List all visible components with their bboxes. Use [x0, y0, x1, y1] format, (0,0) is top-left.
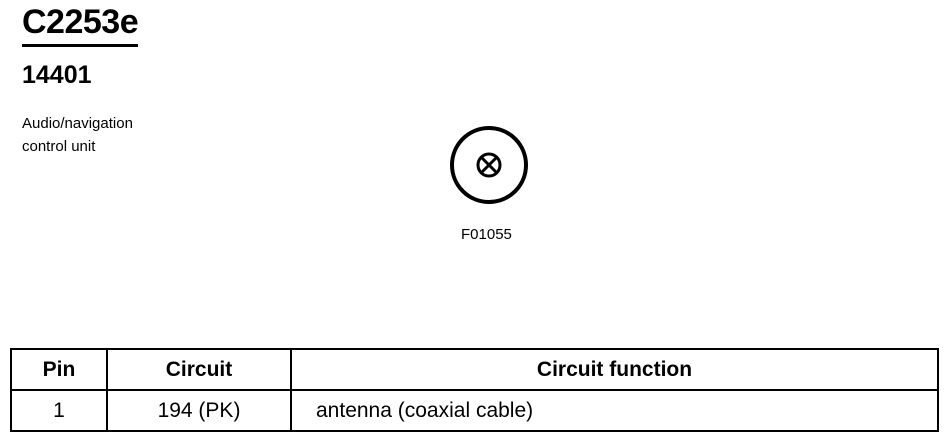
- header-circuit: Circuit: [106, 348, 292, 391]
- component-name-line1: Audio/navigation: [22, 115, 133, 132]
- figure-code: F01055: [461, 226, 512, 243]
- table-row: 1 194 (PK) antenna (coaxial cable): [10, 389, 939, 432]
- header-pin: Pin: [10, 348, 108, 391]
- component-name: Audio/navigation control unit: [22, 112, 182, 158]
- connector-id: C2253e: [22, 2, 139, 47]
- part-number: 14401: [22, 61, 92, 89]
- cell-circuit-function: antenna (coaxial cable): [290, 389, 939, 432]
- connector-outer-ring: [450, 126, 528, 204]
- header-circuit-function: Circuit function: [290, 348, 939, 391]
- pin-cross-b: [480, 156, 498, 174]
- pin-table: Pin Circuit Circuit function 1 194 (PK) …: [10, 348, 939, 432]
- cell-pin: 1: [10, 389, 108, 432]
- component-name-line2: control unit: [22, 138, 96, 155]
- cell-circuit: 194 (PK): [106, 389, 292, 432]
- coaxial-connector-icon: [450, 126, 528, 204]
- pin-circle: [476, 152, 502, 178]
- table-header-row: Pin Circuit Circuit function: [10, 348, 939, 391]
